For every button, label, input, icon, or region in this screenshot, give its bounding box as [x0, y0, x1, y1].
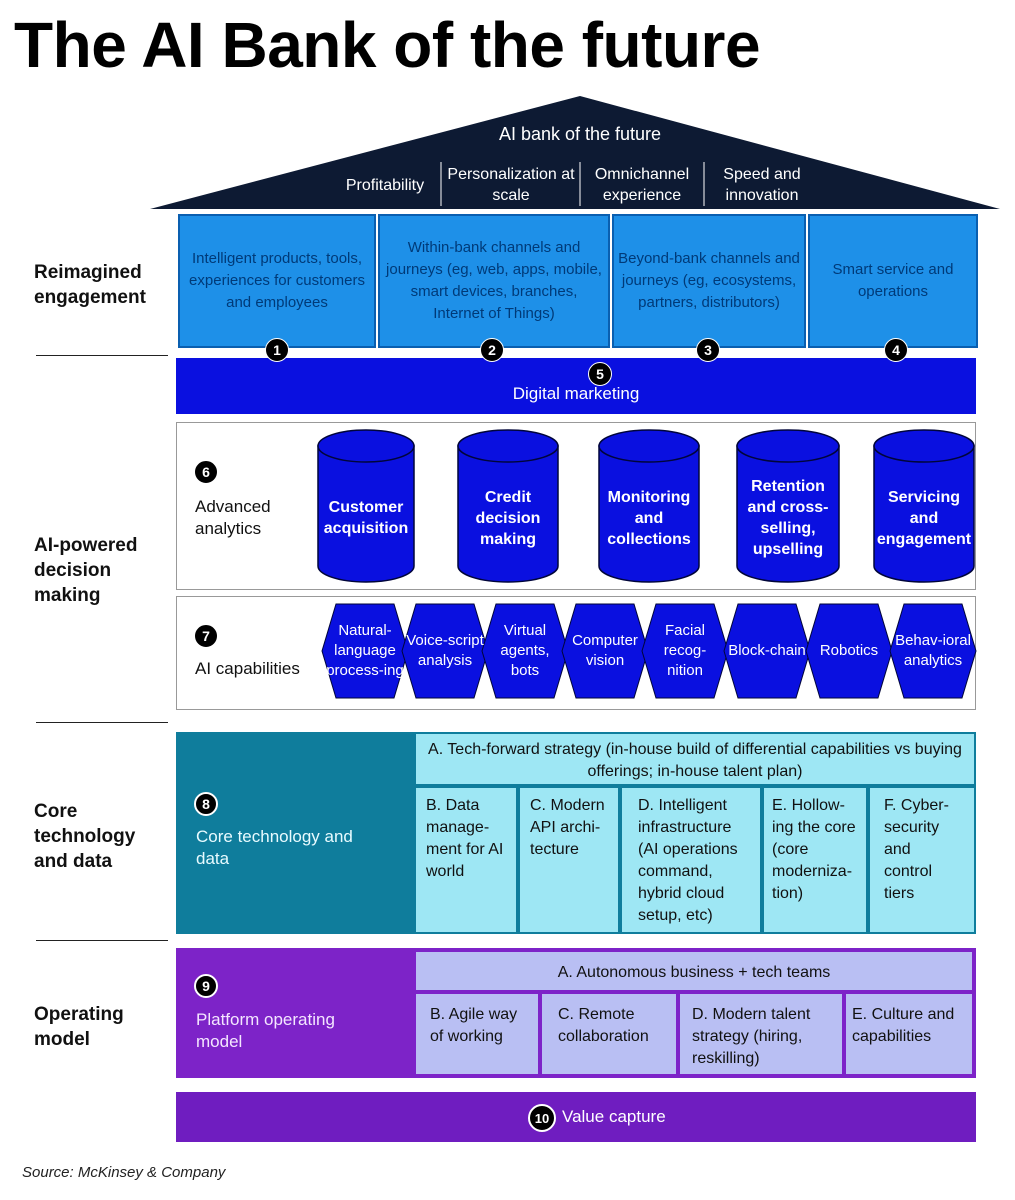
cylinder-label: Credit decision making [475, 488, 541, 548]
hex-label: Computer vision [572, 632, 638, 669]
engagement-box-1: Intelligent products, tools, experiences… [178, 214, 376, 348]
number-badge-5: 5 [588, 362, 612, 386]
number-badge-8: 8 [194, 792, 218, 816]
cylinder-customer-acquisition [317, 429, 415, 583]
number-badge-4: 4 [884, 338, 908, 362]
core-tech-label: Core technology and data [196, 827, 353, 868]
source-note: Source: McKinsey & Company [22, 1164, 226, 1181]
divider [36, 722, 168, 723]
hex-natural-language [321, 603, 409, 699]
advanced-analytics-label: Advanced analytics [195, 497, 271, 538]
pillar-omnichannel: Omnichannel experience [594, 166, 690, 204]
tech-box-data-management: B. Data manage-ment for AI world [414, 786, 518, 934]
value-capture-bar [176, 1092, 976, 1142]
digital-marketing-label: Digital marketing [512, 384, 640, 403]
number-badge-10: 10 [528, 1104, 556, 1132]
cylinder-servicing [873, 429, 975, 583]
cylinder-credit-decision [457, 429, 559, 583]
engagement-box-2: Within-bank channels and journeys (eg, w… [378, 214, 610, 348]
platform-operating-model-label: Platform operating model [196, 1010, 335, 1051]
hex-label: Voice-script analysis [406, 632, 484, 669]
pillar-personalization: Personalization at scale [447, 166, 575, 204]
hex-label: Behav-ioral analytics [895, 632, 971, 669]
number-badge-6: 6 [194, 460, 218, 484]
hex-label: Robotics [819, 642, 879, 659]
divider [36, 355, 168, 356]
hex-behavioral-analytics [889, 603, 977, 699]
op-box-remote-collaboration: C. Remote collaboration [540, 992, 678, 1076]
tech-box-api-architecture: C. Modern API archi-tecture [518, 786, 620, 934]
engagement-box-3: Beyond-bank channels and journeys (eg, e… [612, 214, 806, 348]
tech-forward-strategy: A. Tech-forward strategy (in-house build… [414, 732, 976, 786]
pillar-profitability: Profitability [345, 176, 425, 194]
cylinder-label: Retention and cross-selling, upselling [747, 478, 829, 558]
roof-title: AI bank of the future [498, 124, 662, 144]
engagement-box-4: Smart service and operations [808, 214, 978, 348]
op-box-culture: E. Culture and capabilities [844, 992, 974, 1076]
divider [36, 940, 168, 941]
hex-virtual-agents [481, 603, 569, 699]
number-badge-1: 1 [265, 338, 289, 362]
hex-blockchain [723, 603, 811, 699]
number-badge-2: 2 [480, 338, 504, 362]
tech-box-hollowing-core: E. Hollow-ing the core (core moderniza-t… [762, 786, 868, 934]
cylinder-label: Customer acquisition [323, 499, 409, 537]
number-badge-3: 3 [696, 338, 720, 362]
hex-label: Natural-language process-ing [326, 622, 404, 679]
row-label-engagement: Reimagined engagement [34, 262, 146, 308]
core-tech-panel [176, 732, 414, 934]
op-box-talent-strategy: D. Modern talent strategy (hiring, reski… [678, 992, 844, 1076]
autonomous-teams: A. Autonomous business + tech teams [414, 950, 974, 992]
hex-facial-recognition [641, 603, 729, 699]
hex-computer-vision [561, 603, 649, 699]
tech-box-cybersecurity: F. Cyber-security and control tiers [868, 786, 976, 934]
hex-label: Virtual agents, bots [500, 622, 550, 679]
cylinder-monitoring [598, 429, 700, 583]
operating-model-panel [176, 948, 414, 1078]
roof-shape [150, 96, 1000, 209]
hex-voice-script [401, 603, 489, 699]
cylinder-retention [736, 429, 840, 583]
hex-label: Facial recog-nition [663, 622, 707, 679]
number-badge-9: 9 [194, 974, 218, 998]
analytics-frame [176, 422, 976, 590]
row-label-decision: AI-powered decision making [34, 535, 138, 606]
cylinder-label: Servicing and engagement [876, 488, 972, 548]
hexagons [321, 603, 977, 699]
number-badge-7: 7 [194, 624, 218, 648]
digital-marketing-bar [176, 358, 976, 414]
ai-capabilities-label: AI capabilities [195, 659, 300, 678]
hex-robotics [805, 603, 893, 699]
pillar-speed: Speed and innovation [723, 166, 801, 204]
row-label-operating: Operating model [34, 1004, 124, 1050]
page-title: The AI Bank of the future [14, 9, 761, 81]
hex-label: Block-chain [728, 642, 806, 659]
cylinders [317, 429, 975, 583]
row-label-core: Core technology and data [34, 801, 136, 872]
tech-box-intelligent-infrastructure: D. Intelligent infrastructure (AI operat… [620, 786, 762, 934]
op-box-agile: B. Agile way of working [414, 992, 540, 1076]
value-capture-label: Value capture [562, 1107, 666, 1126]
cylinder-label: Monitoring and collections [607, 488, 691, 548]
